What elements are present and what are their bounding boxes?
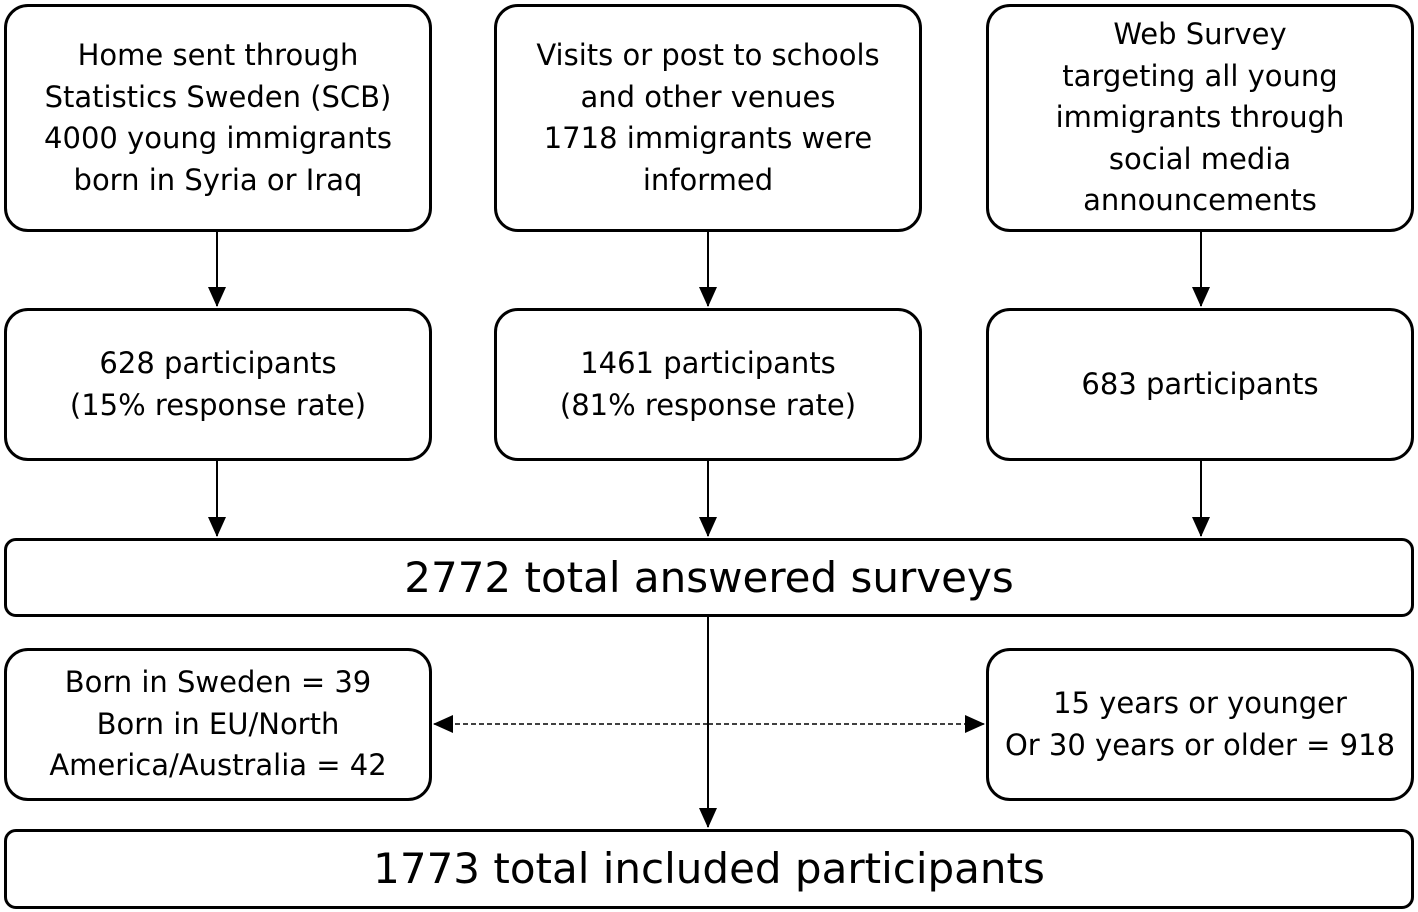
- source-web-text: Web Survey targeting all young immigrant…: [1055, 17, 1345, 218]
- source-schools-text: Visits or post to schools and other venu…: [536, 38, 880, 197]
- source-box-web: Web Survey targeting all young immigrant…: [986, 4, 1414, 232]
- exclusion-age-text: 15 years or younger Or 30 years or older…: [1004, 686, 1396, 762]
- source-box-scb: Home sent through Statistics Sweden (SCB…: [4, 4, 432, 232]
- result-box-schools: 1461 participants (81% response rate): [494, 308, 922, 461]
- result-box-web: 683 participants: [986, 308, 1414, 461]
- total-answered-box: 2772 total answered surveys: [4, 538, 1414, 617]
- total-answered-text: 2772 total answered surveys: [404, 552, 1014, 602]
- result-box-scb: 628 participants (15% response rate): [4, 308, 432, 461]
- total-included-text: 1773 total included participants: [373, 844, 1045, 893]
- source-scb-text: Home sent through Statistics Sweden (SCB…: [44, 38, 392, 197]
- result-schools-text: 1461 participants (81% response rate): [559, 346, 857, 422]
- exclusion-box-age: 15 years or younger Or 30 years or older…: [986, 648, 1414, 801]
- result-web-text: 683 participants: [1081, 366, 1319, 401]
- exclusion-origin-text: Born in Sweden = 39 Born in EU/North Ame…: [49, 665, 387, 783]
- total-included-box: 1773 total included participants: [4, 829, 1414, 909]
- source-box-schools: Visits or post to schools and other venu…: [494, 4, 922, 232]
- result-scb-text: 628 participants (15% response rate): [69, 346, 367, 422]
- exclusion-box-origin: Born in Sweden = 39 Born in EU/North Ame…: [4, 648, 432, 801]
